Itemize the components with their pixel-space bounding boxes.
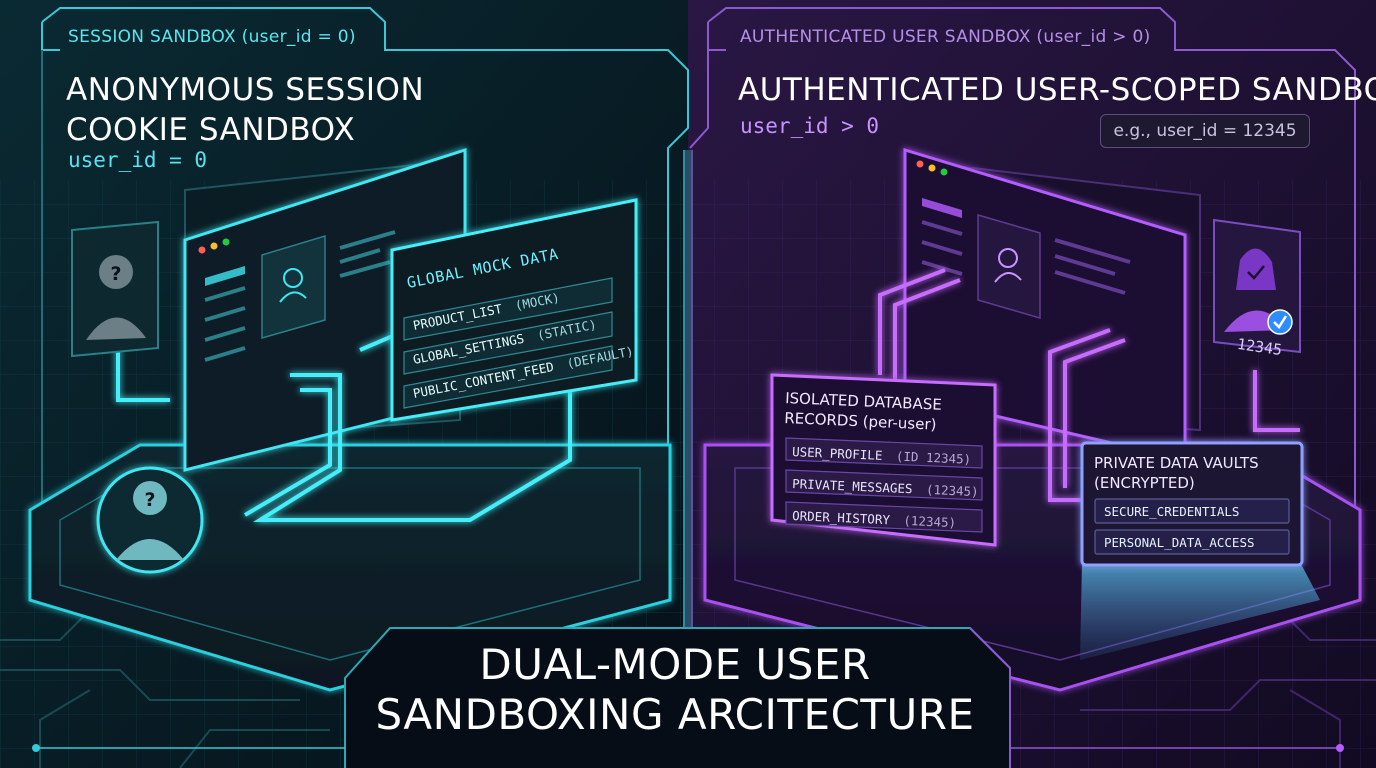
- svg-text:?: ?: [144, 489, 155, 511]
- left-panel-tab-label: SESSION SANDBOX (user_id = 0): [68, 27, 356, 47]
- left-title-line2: COOKIE SANDBOX: [66, 112, 356, 148]
- user-id-example-badge: e.g., user_id = 12345: [1100, 114, 1310, 148]
- right-panel-title: AUTHENTICATED USER-SCOPED SANDBOX: [738, 72, 1376, 108]
- right-panel-tab-label: AUTHENTICATED USER SANDBOX (user_id > 0): [740, 27, 1151, 47]
- anonymous-session-icon: ?: [96, 466, 204, 574]
- left-circuit-traces: [0, 609, 330, 768]
- user-avatar-icon: [283, 268, 303, 288]
- right-panel-frame: [707, 7, 1356, 560]
- vault-base: [1080, 562, 1320, 660]
- anonymous-user-icon: ?: [71, 220, 159, 358]
- left-data-pipes: [116, 333, 572, 522]
- main-title: DUAL-MODE USER SANDBOXING ARCITECTURE: [375, 640, 975, 739]
- vault-row: PERSONAL_DATA_ACCESS: [1104, 535, 1255, 550]
- record-row-name: ORDER_HISTORY: [792, 508, 891, 527]
- right-data-pipes: [878, 268, 1300, 502]
- left-user-id: user_id = 0: [68, 148, 208, 172]
- vault-title-line1: PRIVATE DATA VAULTS: [1094, 454, 1259, 472]
- record-row-tag: (ID 12345): [896, 449, 972, 467]
- record-row-tag: (12345): [903, 513, 956, 530]
- right-monitor: [903, 147, 1187, 462]
- user-avatar-icon: [998, 248, 1018, 268]
- record-row-tag: (12345): [926, 482, 979, 499]
- left-panel-title: ANONYMOUS SESSION COOKIE SANDBOX: [66, 70, 424, 150]
- verified-user-icon: [1213, 218, 1301, 354]
- left-panel-frame: [41, 7, 689, 560]
- svg-text:?: ?: [110, 263, 121, 285]
- svg-text:USER_PROFILE (ID 12345): USER_PROFILE (ID 12345): [792, 444, 972, 467]
- record-row-name: PRIVATE_MESSAGES: [792, 476, 913, 496]
- svg-text:ORDER_HISTORY (12345): ORDER_HISTORY (12345): [792, 508, 957, 530]
- left-title-line1: ANONYMOUS SESSION: [66, 72, 425, 108]
- global-mock-data-card: GLOBAL MOCK DATA PRODUCT_LIST (MOCK) GLO…: [390, 198, 638, 422]
- vault-title-line2: (ENCRYPTED): [1094, 474, 1195, 492]
- vault-row: SECURE_CREDENTIALS: [1104, 504, 1239, 519]
- isolated-records-card: ISOLATED DATABASE RECORDS (per-user) USE…: [770, 373, 997, 547]
- record-row-name: USER_PROFILE: [792, 444, 883, 463]
- title-frame: [344, 627, 1011, 768]
- svg-text:PRIVATE DATA VAULTS (ENC: PRIVATE DATA VAULTS (ENCRYPTED): [1094, 454, 1263, 492]
- svg-text:PRIVATE_MESSAGES (12345): PRIVATE_MESSAGES (12345): [792, 476, 979, 499]
- checkmark-icon: [1267, 309, 1293, 335]
- right-user-id: user_id > 0: [740, 114, 880, 138]
- center-divider: [683, 150, 693, 640]
- private-vault-card: PRIVATE DATA VAULTS (ENCRYPTED) SECURE_C…: [1080, 441, 1304, 567]
